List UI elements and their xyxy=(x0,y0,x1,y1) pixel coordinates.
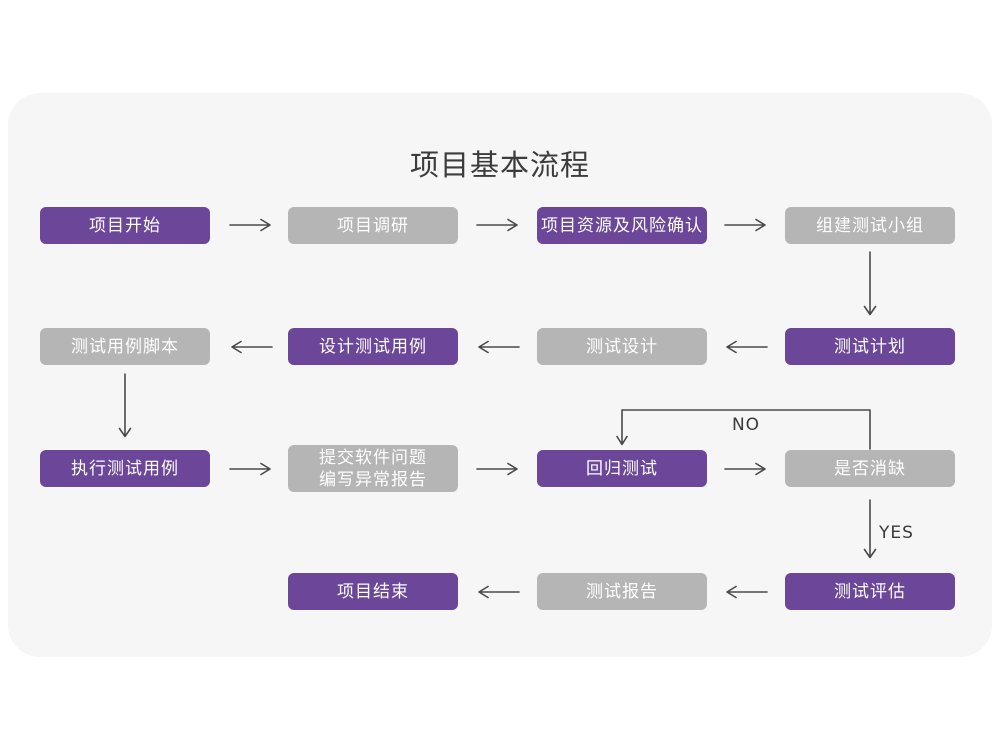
node-project-research: 项目调研 xyxy=(288,207,458,244)
node-test-report: 测试报告 xyxy=(537,573,707,610)
node-resource-risk-confirm: 项目资源及风险确认 xyxy=(537,207,707,244)
arrow-left-icon xyxy=(726,340,768,354)
node-test-evaluation: 测试评估 xyxy=(785,573,955,610)
node-defect-cleared-decision: 是否消缺 xyxy=(785,450,955,487)
edge-label-yes: YES xyxy=(879,523,914,543)
node-execute-test-case: 执行测试用例 xyxy=(40,450,210,487)
arrow-right-icon xyxy=(229,218,271,232)
node-project-end: 项目结束 xyxy=(288,573,458,610)
arrow-right-icon xyxy=(724,462,766,476)
arrow-down-icon xyxy=(863,251,877,316)
arrow-left-icon xyxy=(231,340,273,354)
arrow-down-icon xyxy=(118,373,132,438)
node-design-test-case: 设计测试用例 xyxy=(288,328,458,365)
node-test-design: 测试设计 xyxy=(537,328,707,365)
node-test-plan: 测试计划 xyxy=(785,328,955,365)
node-submit-issue-report: 提交软件问题 编写异常报告 xyxy=(288,445,458,492)
arrow-right-icon xyxy=(476,462,518,476)
arrow-left-icon xyxy=(478,585,520,599)
edge-label-no: NO xyxy=(731,415,761,435)
page-title: 项目基本流程 xyxy=(409,148,590,182)
node-project-start: 项目开始 xyxy=(40,207,210,244)
node-test-case-script: 测试用例脚本 xyxy=(40,328,210,365)
node-build-test-team: 组建测试小组 xyxy=(785,207,955,244)
flowchart-card xyxy=(8,93,992,657)
arrow-right-icon xyxy=(476,218,518,232)
arrow-left-icon xyxy=(726,585,768,599)
arrow-right-icon xyxy=(724,218,766,232)
arrow-right-icon xyxy=(229,462,271,476)
arrow-left-icon xyxy=(478,340,520,354)
arrow-down-icon xyxy=(863,499,877,559)
node-regression-test: 回归测试 xyxy=(537,450,707,487)
no-loop-arrow-icon xyxy=(616,409,871,450)
